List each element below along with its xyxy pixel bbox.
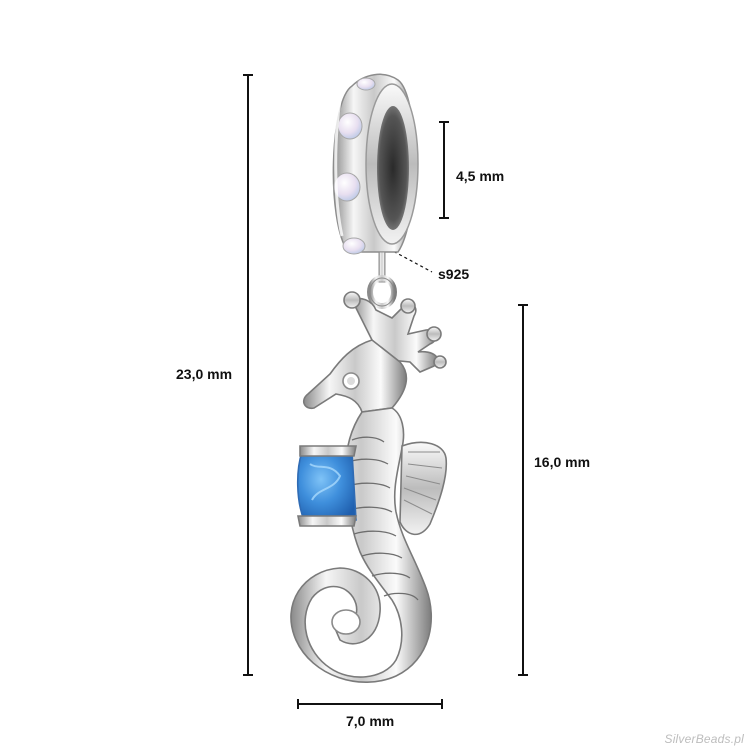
pink-opal-stone <box>337 112 363 140</box>
watermark: SilverBeads.pl <box>664 732 744 746</box>
bail-loop <box>367 251 397 309</box>
seahorse-body <box>290 407 433 683</box>
dorsal-fin <box>399 441 448 536</box>
blue-opal-belly <box>296 451 357 521</box>
dimension-lines <box>243 74 528 709</box>
pink-opal-stone <box>333 172 361 202</box>
width-label: 7,0 mm <box>346 713 395 729</box>
stamp-leader-line <box>377 242 433 273</box>
charm-height-label: 16,0 mm <box>534 454 591 470</box>
spacer-bead <box>332 73 419 255</box>
pink-opal-stone <box>342 237 366 255</box>
total-height-label: 23,0 mm <box>176 366 233 382</box>
stamp-label: s925 <box>438 266 470 282</box>
hole-diameter-label: 4,5 mm <box>456 168 505 184</box>
seahorse-charm <box>290 291 448 683</box>
pink-opal-stone <box>356 77 376 91</box>
